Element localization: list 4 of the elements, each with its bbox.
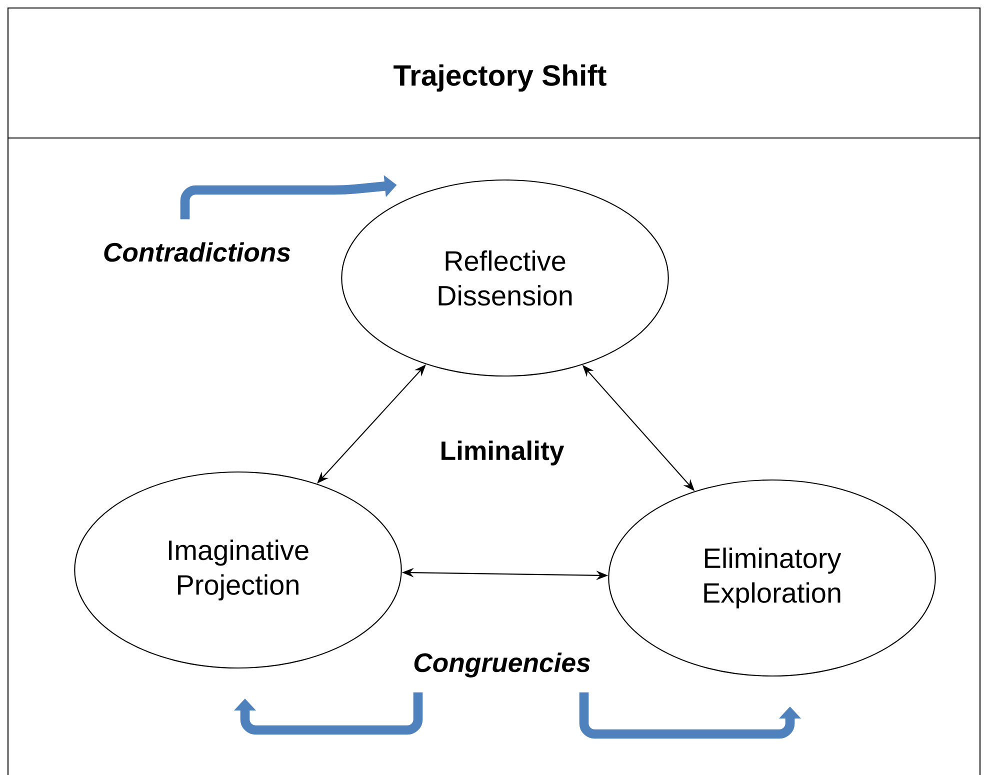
title: Trajectory Shift — [394, 64, 606, 92]
side-text: Contradictions — [104, 242, 290, 262]
side-text: Congruencies — [414, 652, 590, 678]
center-label: Liminality — [442, 440, 564, 466]
